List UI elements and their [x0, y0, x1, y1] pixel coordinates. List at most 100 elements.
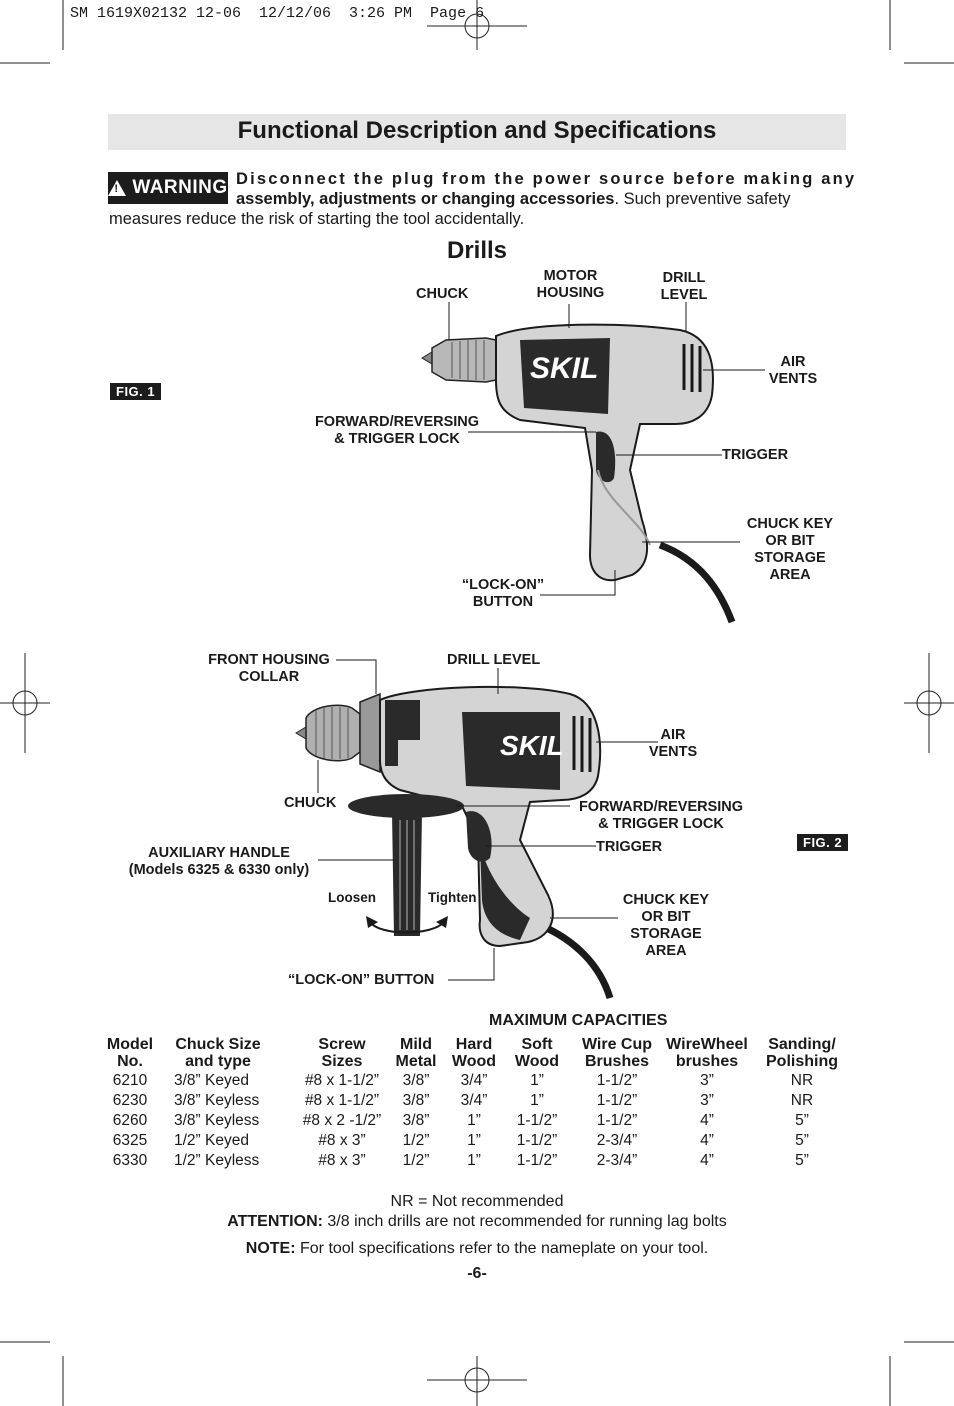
- table-cell: 3/4”: [460, 1092, 488, 1109]
- table-cell: 1/2”: [402, 1132, 430, 1149]
- fig1-label-drill-level-1: DRILL: [662, 270, 706, 286]
- table-header-line: Metal: [395, 1053, 437, 1070]
- fig1-label-fwd-rev-2: & TRIGGER LOCK: [334, 431, 460, 447]
- table-cell: #8 x 3”: [318, 1152, 366, 1169]
- table-header-line: Screw: [318, 1036, 366, 1053]
- table-cell: 3”: [700, 1072, 714, 1089]
- table-cell: 3/8” Keyed: [174, 1072, 249, 1089]
- note-nameplate: NOTE: For tool specifications refer to t…: [0, 1240, 954, 1258]
- table-cell: NR: [790, 1092, 814, 1109]
- table-cell: 1-1/2”: [596, 1112, 638, 1129]
- table-cell: 5”: [795, 1132, 809, 1149]
- table-header-line: Wire Cup: [581, 1036, 653, 1053]
- table-header-line: Model: [106, 1036, 154, 1053]
- fig2-label-fwd-rev-1: FORWARD/REVERSING: [578, 799, 744, 815]
- fig2-label-auxiliary-handle: AUXILIARY HANDLE(Models 6325 & 6330 only…: [118, 845, 320, 879]
- warning-icon: !: [108, 180, 127, 196]
- table-cell: 1-1/2”: [516, 1132, 558, 1149]
- note-attention: ATTENTION: 3/8 inch drills are not recom…: [0, 1213, 954, 1231]
- table-cell: #8 x 2 -1/2”: [302, 1112, 382, 1129]
- table-cell: 3/8”: [402, 1112, 430, 1129]
- fig2-label-air-vents-1: AIR: [660, 727, 686, 743]
- fig1-label-air-vents-1: AIR: [780, 354, 806, 370]
- table-cell: 3/8”: [402, 1072, 430, 1089]
- note-text: For tool specifications refer to the nam…: [295, 1240, 709, 1257]
- fig1-label-motor-housing-1: MOTOR: [543, 268, 598, 284]
- table-header-line: Brushes: [584, 1053, 650, 1070]
- table-header-line: Soft: [521, 1036, 553, 1053]
- table-header-line: Wood: [514, 1053, 560, 1070]
- fig2-label-aux-handle-1: AUXILIARY HANDLE: [148, 845, 290, 861]
- fig2-label-chuck-key-4: AREA: [645, 943, 687, 959]
- table-cell: 1”: [467, 1132, 481, 1149]
- table-cell: 3”: [700, 1092, 714, 1109]
- page-title: Functional Description and Specification…: [237, 117, 717, 144]
- fig2-label-fwd-rev-2: & TRIGGER LOCK: [598, 816, 724, 832]
- fig2-label-trigger: TRIGGER: [596, 839, 663, 855]
- table-cell: 1-1/2”: [516, 1112, 558, 1129]
- attention-text: 3/8 inch drills are not recommended for …: [322, 1213, 727, 1230]
- table-cell: 1-1/2”: [596, 1092, 638, 1109]
- table-header-line: Polishing: [766, 1053, 838, 1070]
- table-cell: 5”: [795, 1152, 809, 1169]
- fig1-label-chuck-key-4: AREA: [769, 567, 811, 583]
- fig2-label-loosen: Loosen: [328, 890, 377, 905]
- table-cell: NR: [790, 1072, 814, 1089]
- fig1-label-motor-housing-2: HOUSING: [536, 285, 605, 301]
- table-cell: 4”: [700, 1152, 714, 1169]
- table-header-line: No.: [117, 1053, 143, 1070]
- table-cell: 1-1/2”: [596, 1072, 638, 1089]
- table-cell: 4”: [700, 1112, 714, 1129]
- warning-badge: ! WARNING: [108, 172, 228, 204]
- fig1-label-lock-on-2: BUTTON: [472, 594, 534, 610]
- fig2-label-aux-handle-2: (Models 6325 & 6330 only): [128, 862, 310, 878]
- table-header-line: Sizes: [321, 1053, 363, 1070]
- fig2-label-front-collar-1: FRONT HOUSING: [208, 652, 330, 668]
- table-cell: 1/2” Keyless: [174, 1152, 260, 1169]
- table-cell: 1”: [467, 1112, 481, 1129]
- table-cell: 4”: [700, 1132, 714, 1149]
- table-cell: 6210: [112, 1072, 148, 1089]
- table-cell: #8 x 3”: [318, 1132, 366, 1149]
- fig1-label-chuck-key-2: OR BIT: [765, 533, 815, 549]
- section-title: Drills: [447, 237, 508, 264]
- warning-line-2: assembly, adjustments or changing access…: [236, 190, 846, 209]
- table-cell: 1”: [530, 1092, 544, 1109]
- fig2-label-forward-reversing: FORWARD/REVERSING& TRIGGER LOCK: [570, 799, 752, 833]
- table-header-line: Sanding/: [768, 1036, 836, 1053]
- fig1-label-fwd-rev-1: FORWARD/REVERSING: [314, 414, 480, 430]
- fig2-label-lock-on-button: “LOCK-ON” BUTTON: [288, 972, 435, 988]
- fig1-label-lock-on: “LOCK-ON”BUTTON: [455, 577, 551, 611]
- fig1-tag: FIG. 1: [110, 383, 162, 400]
- warning-line-1: Disconnect the plug from the power sourc…: [236, 170, 857, 188]
- fig2-label-tighten: Tighten: [428, 890, 477, 905]
- table-cell: 6230: [112, 1092, 148, 1109]
- fig1-label-drill-level-2: LEVEL: [660, 287, 708, 303]
- table-cell: 6330: [112, 1152, 148, 1169]
- note-label: NOTE:: [245, 1240, 296, 1257]
- fig1-label-forward-reversing: FORWARD/REVERSING& TRIGGER LOCK: [306, 414, 488, 448]
- fig1-label-air-vents-2: VENTS: [768, 371, 818, 387]
- note-not-recommended: NR = Not recommended: [390, 1193, 564, 1210]
- table-cell: #8 x 1-1/2”: [304, 1092, 380, 1109]
- table-cell: 1/2” Keyed: [174, 1132, 249, 1149]
- table-header: Sanding/Polishing: [742, 1036, 862, 1070]
- table-cell: 3/8”: [402, 1092, 430, 1109]
- fig1-brand-logo: SKIL: [530, 352, 598, 385]
- table-cell: 6325: [112, 1132, 148, 1149]
- table-header-line: Mild: [400, 1036, 432, 1053]
- fig1-label-chuck-key-3: STORAGE: [754, 550, 826, 566]
- attention-label: ATTENTION:: [227, 1213, 323, 1230]
- table-header-line: Wood: [451, 1053, 497, 1070]
